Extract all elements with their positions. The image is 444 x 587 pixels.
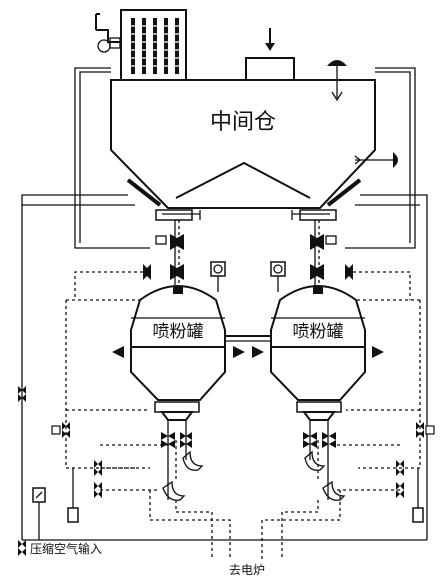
tank-left-label: 喷粉罐 bbox=[153, 322, 204, 342]
left-discharge-valve bbox=[155, 209, 201, 292]
air-piping bbox=[21, 194, 428, 541]
vent-dashed-lines bbox=[65, 271, 421, 491]
left-outlet-assembly bbox=[161, 420, 204, 501]
right-discharge-valve bbox=[291, 209, 337, 292]
level-meter-icon bbox=[327, 60, 347, 102]
air-input-label: 压缩空气输入 bbox=[30, 541, 102, 556]
vent-piping bbox=[74, 67, 416, 249]
valve-icon bbox=[143, 234, 353, 280]
right-outlet-assembly bbox=[303, 420, 346, 501]
dust-filter bbox=[120, 9, 187, 81]
to-furnace-label: 去电炉 bbox=[229, 563, 265, 577]
intermediate-bin-label: 中间仓 bbox=[210, 110, 276, 135]
control-valve-icon bbox=[18, 386, 435, 556]
pressure-gauge-icon bbox=[210, 261, 286, 277]
intermediate-bin bbox=[110, 79, 376, 209]
injection-tank-left bbox=[112, 285, 245, 421]
tank-connector-pipe bbox=[225, 335, 271, 342]
furnace-feed-lines bbox=[149, 490, 341, 560]
tank-right-label: 喷粉罐 bbox=[293, 322, 344, 342]
pressure-switch-icon bbox=[32, 487, 424, 523]
feed-inlet bbox=[245, 28, 295, 81]
exhaust-fan-icon bbox=[95, 13, 121, 53]
level-gauge-icon bbox=[354, 152, 398, 168]
injection-tank-right bbox=[252, 285, 384, 421]
